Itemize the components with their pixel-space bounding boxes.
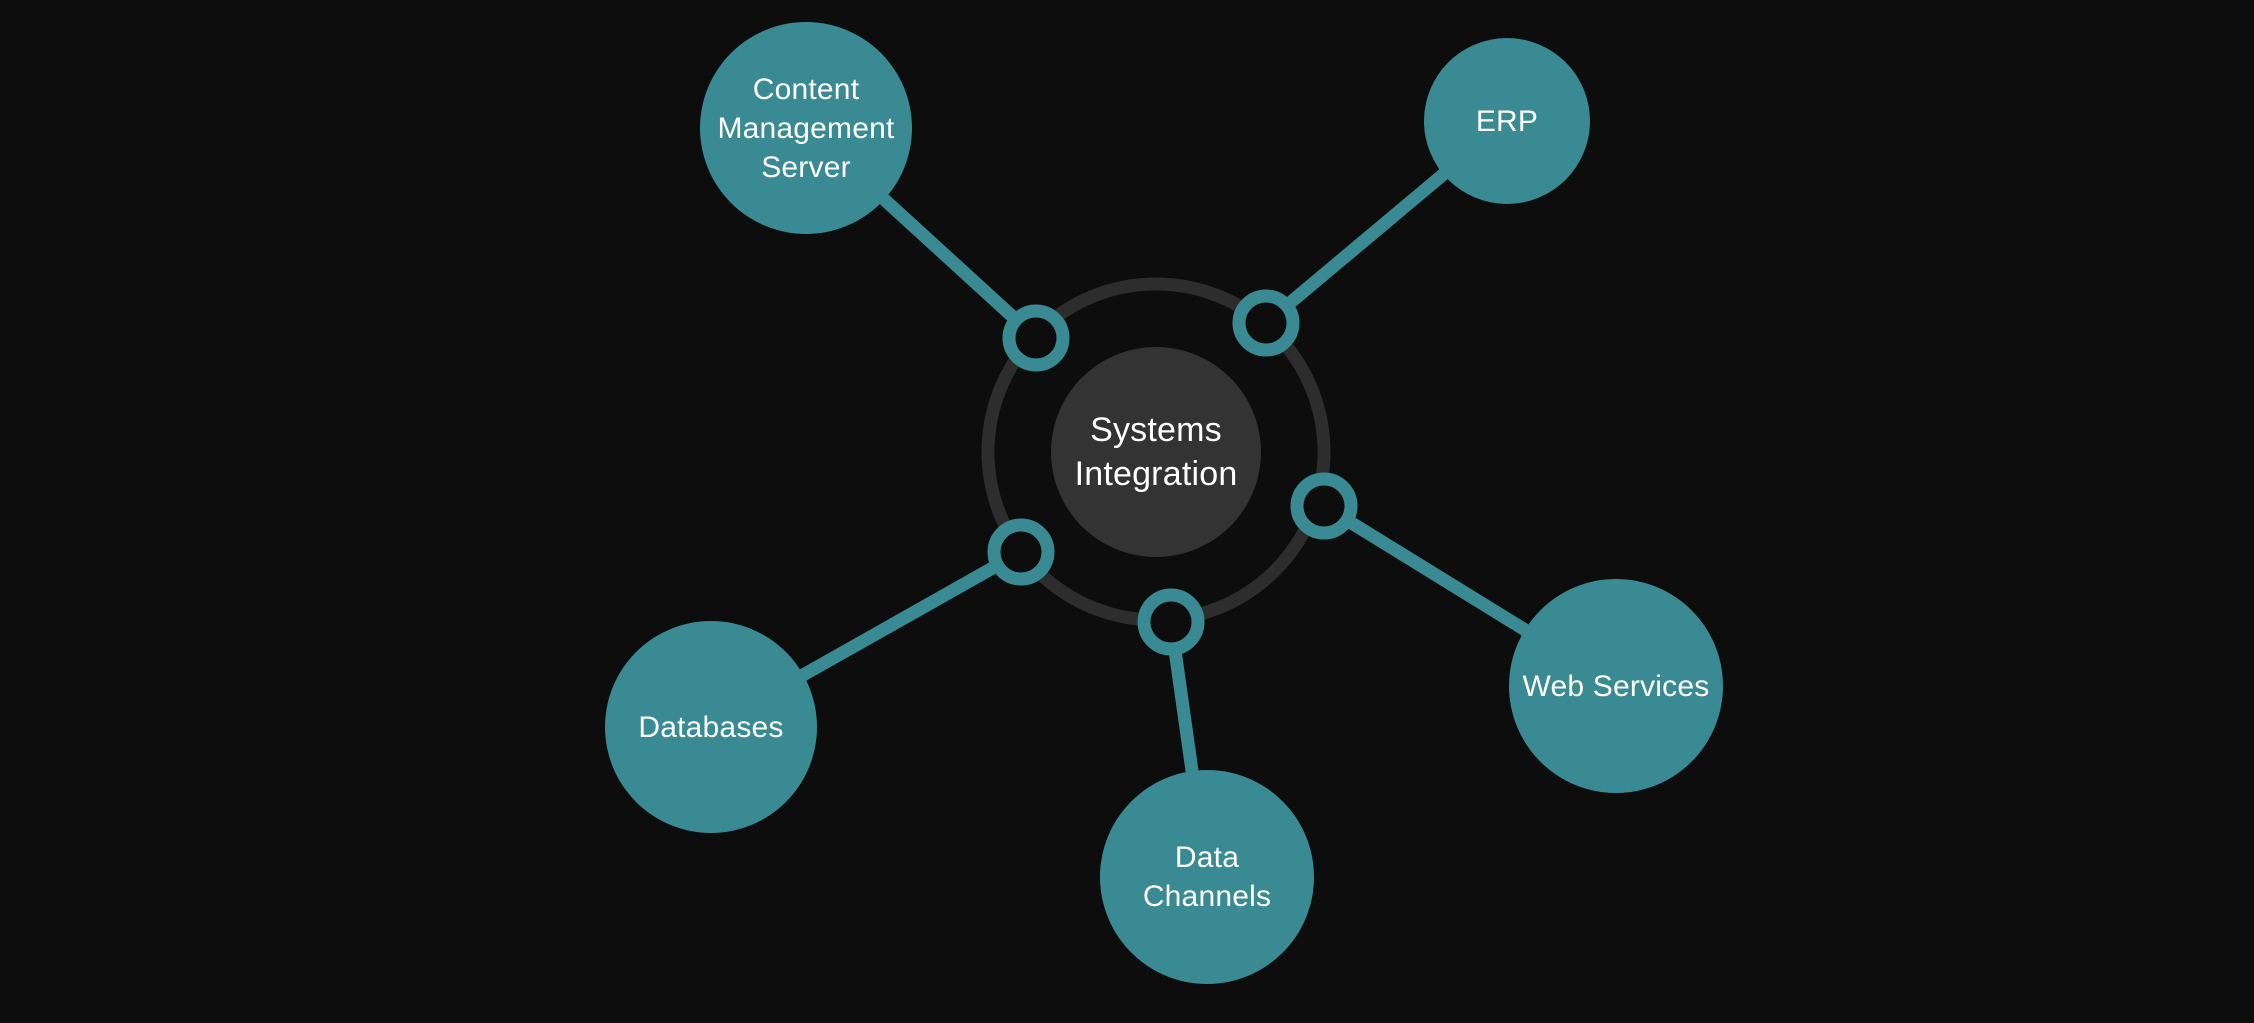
node-label-erp: ERP (1475, 104, 1539, 138)
node-label-web-services: Web Services (1522, 669, 1710, 703)
node-label-data-channels: Data Channels (1142, 841, 1272, 913)
connector-ring-data-channels (1137, 588, 1205, 656)
hub-node-systems-integration[interactable]: Systems Integration (1051, 347, 1261, 557)
node-databases[interactable]: Databases (605, 621, 817, 833)
node-erp[interactable]: ERP (1424, 38, 1590, 204)
connector-ring-web-services (1290, 472, 1358, 540)
connector-ring-erp (1232, 289, 1300, 357)
node-content-management-server[interactable]: Content Management Server (700, 22, 912, 234)
connector-ring-content-management-server (1002, 304, 1070, 372)
node-web-services[interactable]: Web Services (1509, 579, 1723, 793)
connector-ring-databases (987, 518, 1055, 586)
node-label-databases: Databases (638, 710, 784, 744)
node-label-content-management-server: Content Management Server (717, 72, 895, 184)
node-data-channels[interactable]: Data Channels (1100, 770, 1314, 984)
hub-node-label: Systems Integration (1074, 411, 1238, 493)
